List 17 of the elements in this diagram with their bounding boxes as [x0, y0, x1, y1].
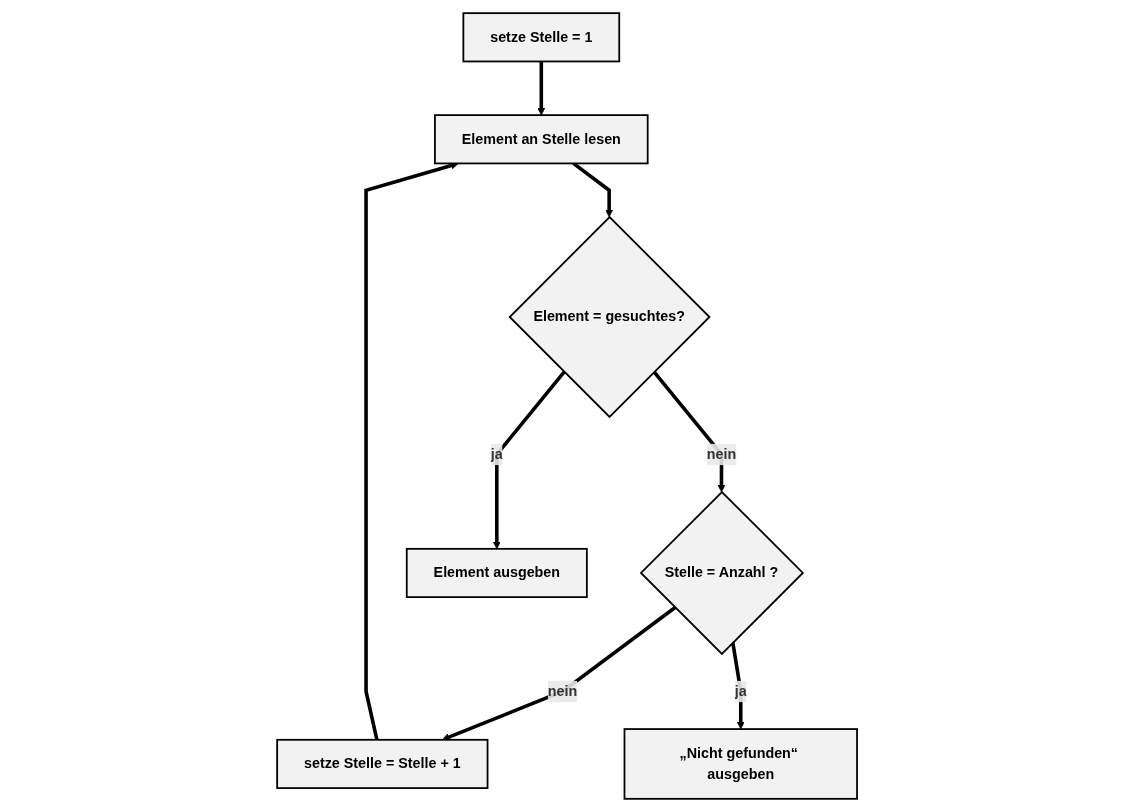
node-box: „Nicht gefunden“ ausgeben — [623, 727, 858, 800]
node-diamond: Stelle = Anzahl ? — [639, 490, 805, 655]
edge-label: nein — [706, 445, 737, 462]
node-box: setze Stelle = 1 — [462, 11, 621, 62]
node-box: Element an Stelle lesen — [433, 113, 649, 164]
node-box: Element ausgeben — [405, 547, 588, 598]
node-box: setze Stelle = Stelle + 1 — [276, 738, 489, 789]
arrow — [572, 161, 613, 217]
arrow — [730, 641, 745, 729]
arrow — [364, 161, 459, 740]
edge-label: ja — [490, 445, 503, 462]
arrow — [492, 370, 566, 549]
edge-label: nein — [547, 682, 578, 699]
arrow — [441, 605, 677, 741]
edge-label: ja — [734, 682, 747, 699]
node-diamond: Element = gesuchtes? — [508, 215, 711, 418]
arrow — [537, 60, 546, 115]
